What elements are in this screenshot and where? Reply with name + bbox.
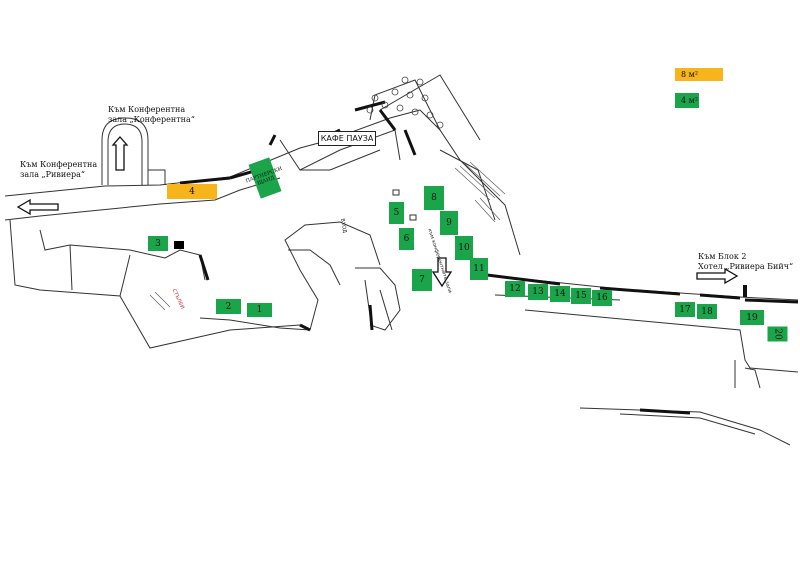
booth-19: 19 [740,310,764,325]
booth-20: 20 [767,326,788,342]
booth-12: 12 [505,281,525,297]
booth-11: 11 [470,258,488,280]
direction-block2: Към Блок 2 Хотел „Ривиера Бийч“ [698,252,794,271]
legend-8sqm: 8 м² [675,68,723,81]
booth-10: 10 [455,236,473,260]
booth-9: 9 [440,211,458,235]
legend-4sqm: 4 м² [675,93,699,108]
booth-15: 15 [571,288,591,304]
booth-18: 18 [697,304,717,319]
booth-2: 2 [216,299,241,314]
booth-5: 5 [389,202,404,224]
booth-1: 1 [247,303,272,317]
legend-8sqm-label: 8 м² [681,70,699,79]
booth-8: 8 [424,186,444,210]
direction-riviera-hall: Към Конферентна зала „Ривиера“ [20,160,98,179]
booth-14: 14 [550,286,570,302]
booth-6: 6 [399,228,414,250]
booth-4: 4 [167,184,217,199]
cafe-label: КАФЕ ПАУЗА [318,131,376,146]
booth-3: 3 [148,236,168,251]
booth-17: 17 [675,302,695,317]
booth-7: 7 [412,269,432,291]
legend-4sqm-label: 4 м² [681,96,699,105]
booth-13: 13 [528,284,548,300]
booth-16: 16 [592,290,612,306]
direction-conference-hall: Към Конферентна зала „Конферентна“ [108,105,195,124]
